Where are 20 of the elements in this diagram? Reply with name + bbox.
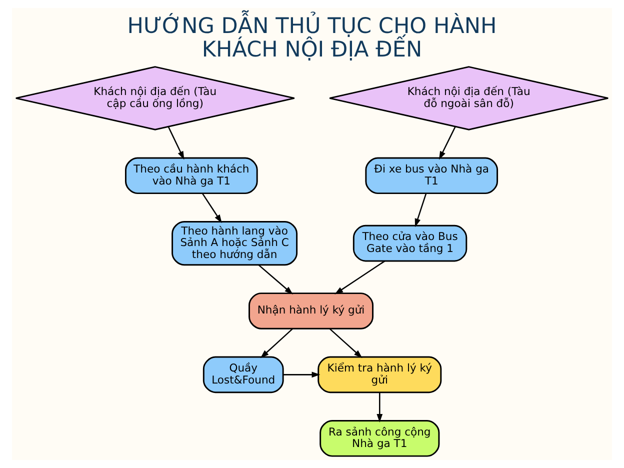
arrow — [334, 260, 386, 294]
arrow — [168, 126, 184, 160]
arrow — [260, 328, 293, 358]
node-diamond: Khách nội địa đến (Tàu đỗ ngoài sân đỗ) — [328, 66, 609, 130]
node-box: Đi xe bus vào Nhà ga T1 — [365, 157, 498, 194]
node-box: Theo cửa vào Bus Gate vào tầng 1 — [352, 224, 468, 262]
arrow — [283, 372, 320, 378]
arrow — [258, 264, 294, 295]
node-box: Theo hành lang vào Sảnh A hoặc Sảnh C theo hướng dẫn — [172, 221, 298, 266]
arrow — [439, 126, 456, 160]
arrow — [376, 392, 383, 423]
node-box: Quầy Lost&Found — [202, 356, 284, 394]
node-diamond: Khách nội địa đến (Tàu cập cầu ống lồng) — [15, 66, 296, 130]
arrow — [202, 193, 222, 224]
node-box: Ra sảnh công cộng Nhà ga T1 — [320, 420, 440, 457]
arrow — [329, 328, 362, 358]
node-box: Theo cầu hành khách vào Nhà ga T1 — [125, 157, 258, 194]
node-box: Nhận hành lý ký gửi — [248, 292, 374, 330]
arrow — [414, 193, 427, 228]
node-box: Kiểm tra hành lý ký gửi — [318, 356, 442, 394]
